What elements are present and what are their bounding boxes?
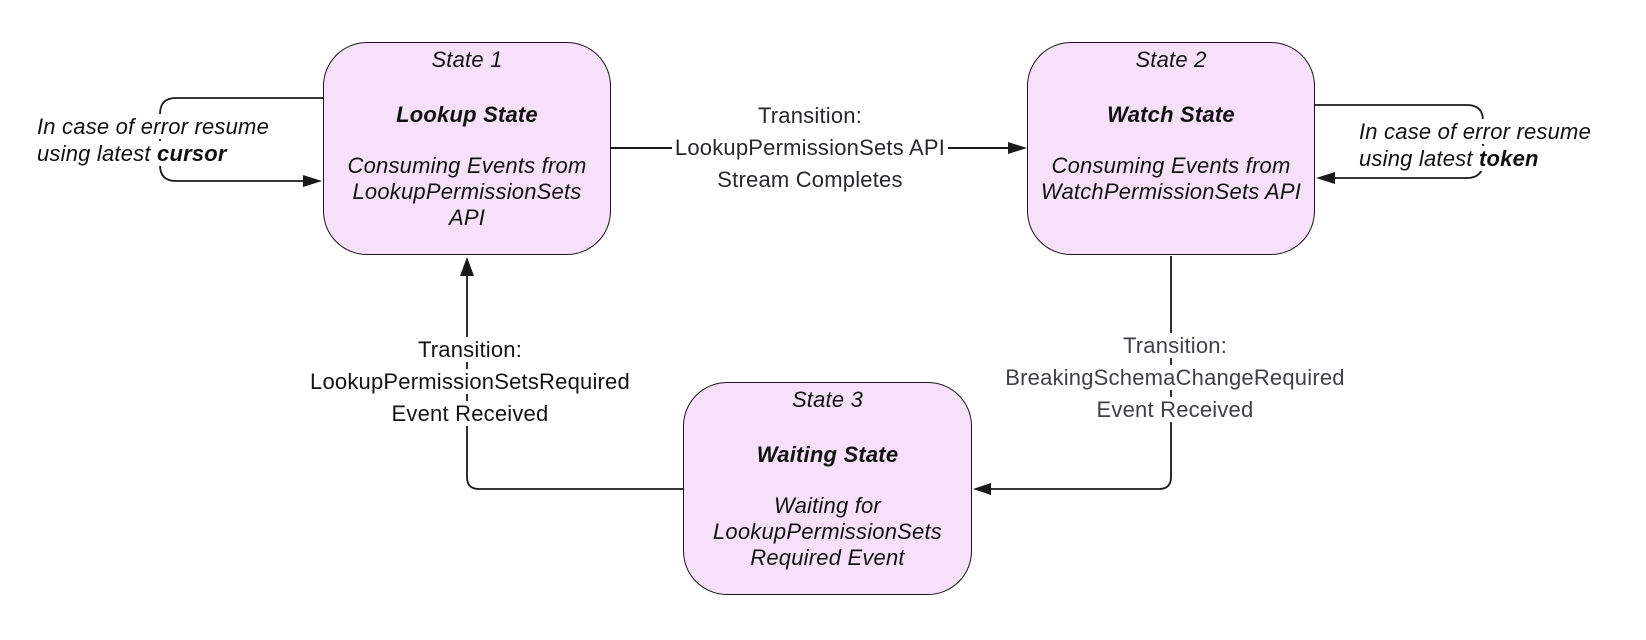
transition-label-line: Transition: (1119, 333, 1231, 358)
state-description: Waiting for LookupPermissionSets Require… (712, 493, 942, 570)
state-name: Waiting State (756, 442, 899, 467)
transition-arrowhead-2-3 (973, 483, 991, 495)
transition-label-2-3: Transition: BreakingSchemaChangeRequired… (975, 330, 1375, 426)
transition-label-3-1: Transition: LookupPermissionSetsRequired… (270, 334, 670, 430)
transition-label-line: Transition: (414, 337, 526, 362)
self-loop-arrowhead-state1 (303, 175, 322, 187)
transition-line-3-1 (466, 275, 683, 490)
transition-arrowhead-1-2 (1008, 142, 1027, 154)
self-loop-line-state1 (159, 97, 325, 182)
note-line: In case of error resume (1356, 119, 1595, 144)
note-line-prefix: using latest (37, 141, 158, 166)
state-label: State 2 (1135, 47, 1207, 72)
note-emphasis: cursor (157, 141, 227, 166)
transition-label-1-2: Transition: LookupPermissionSets API Str… (610, 100, 1010, 196)
note-emphasis: token (1479, 146, 1539, 171)
note-line: In case of error resume (34, 114, 273, 139)
transition-label-line: Event Received (1093, 397, 1257, 422)
transition-arrowhead-3-1 (460, 257, 474, 276)
transition-label-line: LookupPermissionSetsRequired (307, 369, 633, 394)
note-error-resume-token: In case of error resume using latest tok… (1356, 118, 1595, 172)
state-description: Consuming Events from LookupPermissionSe… (347, 153, 587, 230)
state-node-waiting[interactable]: State 3 Waiting State Waiting for Lookup… (683, 382, 972, 595)
note-line: using latest token (1356, 146, 1542, 171)
note-error-resume-cursor: In case of error resume using latest cur… (34, 113, 273, 167)
note-line-prefix: using latest (1359, 146, 1480, 171)
transition-label-line: Transition: (754, 103, 866, 128)
state-node-watch[interactable]: State 2 Watch State Consuming Events fro… (1027, 42, 1315, 255)
state-node-lookup[interactable]: State 1 Lookup State Consuming Events fr… (323, 42, 611, 255)
transition-label-line: Event Received (388, 401, 552, 426)
state-label: State 3 (791, 387, 864, 412)
state-name: Lookup State (396, 102, 538, 127)
transition-line-2-3 (990, 256, 1172, 490)
state-label: State 1 (431, 47, 503, 72)
transition-label-line: LookupPermissionSets API (671, 135, 949, 160)
self-loop-arrowhead-state2 (1316, 172, 1335, 184)
transition-label-line: BreakingSchemaChangeRequired (1002, 365, 1348, 390)
state-name: Watch State (1107, 102, 1235, 127)
transition-label-line: Stream Completes (714, 167, 906, 192)
note-line: using latest cursor (34, 141, 230, 166)
state-description: Consuming Events from WatchPermissionSet… (1040, 153, 1302, 204)
